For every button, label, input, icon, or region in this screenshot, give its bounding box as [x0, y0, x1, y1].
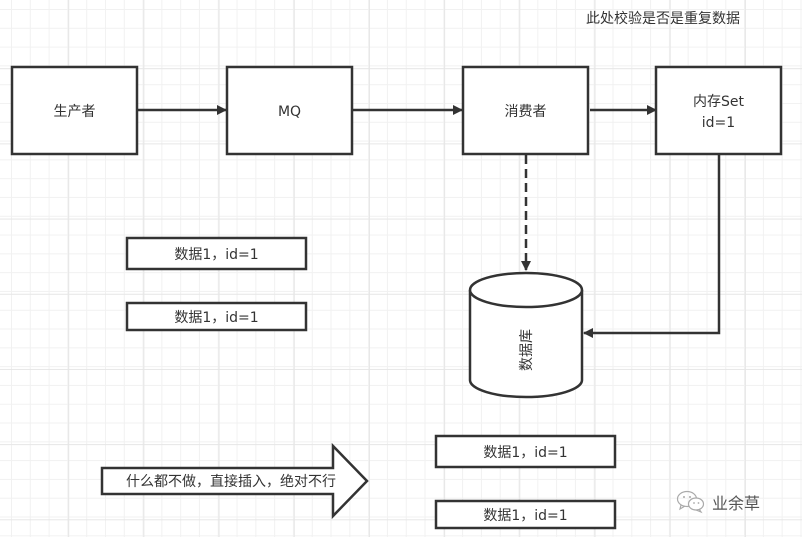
node-memory-set-line2: id=1: [702, 115, 735, 131]
data-record-label: 数据1，id=1: [174, 247, 258, 263]
data-record-label: 数据1，id=1: [483, 508, 567, 524]
wechat-icon: [676, 490, 705, 514]
watermark: 业余草: [676, 490, 760, 514]
data-record-label: 数据1，id=1: [483, 445, 567, 461]
data-record[interactable]: 数据1，id=1: [434, 499, 617, 530]
node-database-label: 数据库: [519, 329, 535, 371]
data-record[interactable]: 数据1，id=1: [125, 236, 308, 271]
data-record-label: 数据1，id=1: [174, 310, 258, 326]
edge-memory-set-to-database[interactable]: [583, 155, 721, 338]
node-mq-label: MQ: [278, 104, 301, 120]
node-mq[interactable]: MQ: [225, 65, 354, 156]
node-producer-label: 生产者: [54, 104, 96, 120]
block-arrow[interactable]: 什么都不做，直接插入，绝对不行: [100, 442, 369, 520]
node-database[interactable]: 数据库: [468, 271, 584, 399]
data-record[interactable]: 数据1，id=1: [434, 434, 617, 469]
node-consumer-label: 消费者: [505, 104, 547, 120]
top-note: 此处校验是否是重复数据: [586, 11, 740, 27]
node-producer[interactable]: 生产者: [10, 65, 139, 156]
node-consumer[interactable]: 消费者: [461, 65, 590, 156]
node-memory-set-line1: 内存Set: [693, 94, 744, 110]
block-arrow-label: 什么都不做，直接插入，绝对不行: [126, 473, 336, 490]
node-memory-set[interactable]: 内存Set id=1: [654, 65, 783, 156]
watermark-text: 业余草: [712, 494, 761, 513]
data-record[interactable]: 数据1，id=1: [125, 301, 308, 332]
